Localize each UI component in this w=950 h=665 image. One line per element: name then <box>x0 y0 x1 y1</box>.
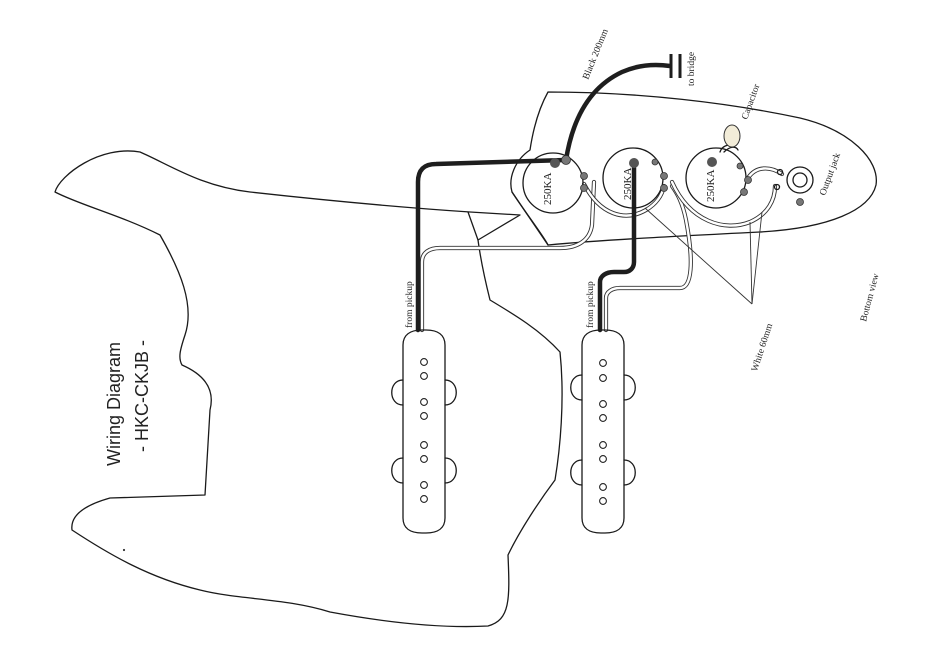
pickup-neck <box>391 329 457 534</box>
from-pickup-bridge-label: from pickup <box>585 281 596 328</box>
pot-ground-lug <box>550 158 560 168</box>
white-wires <box>419 166 785 333</box>
stray-dot <box>122 548 126 552</box>
control-plate <box>510 91 877 246</box>
tone-pot: 250KA <box>685 147 752 209</box>
pole-piece <box>599 374 607 382</box>
pot-lug <box>736 162 744 170</box>
pole-piece <box>599 483 607 491</box>
pot-lug <box>651 158 659 166</box>
pickguard-outline <box>54 150 563 628</box>
white-wire-label: White 60mm <box>750 322 775 373</box>
output-jack <box>773 166 814 206</box>
pole-piece <box>599 414 607 422</box>
title-line2: - HKC-CKJB - <box>132 340 152 452</box>
control-plate-edge <box>511 191 549 246</box>
pole-piece <box>599 359 607 367</box>
capacitor-label: Capacitor <box>740 82 762 121</box>
pot-lug <box>660 184 668 192</box>
pole-piece <box>420 412 428 420</box>
pot-lug <box>740 188 748 196</box>
pole-piece <box>420 481 428 489</box>
capacitor-body <box>723 124 741 148</box>
pot-ground-lug <box>707 157 717 167</box>
pot-ground-lug <box>629 158 639 168</box>
pot-lug <box>744 176 752 184</box>
black-wire-neck-pickup <box>415 157 569 333</box>
pole-piece <box>420 358 428 366</box>
neck-pocket-edge <box>467 211 479 241</box>
pot-label: 250KA <box>542 173 554 205</box>
pole-piece <box>599 497 607 505</box>
pot-lug <box>660 172 668 180</box>
pole-piece <box>420 398 428 406</box>
volume-pot-neck: 250KA <box>522 152 588 214</box>
pickup-bridge <box>570 329 636 534</box>
black-wire-to-bridge <box>563 62 673 163</box>
from-pickup-neck-label: from pickup <box>404 281 415 328</box>
pole-piece <box>599 400 607 408</box>
pot-lug <box>580 184 588 192</box>
pole-piece <box>420 372 428 380</box>
to-bridge-label: to bridge <box>687 52 697 86</box>
volume-pot-bridge: 250KA <box>602 147 668 209</box>
title-line1: Wiring Diagram <box>104 342 124 466</box>
pole-piece <box>599 441 607 449</box>
black-wire-label: Black 200mm <box>582 27 612 81</box>
pot-lug <box>580 172 588 180</box>
pole-piece <box>420 495 428 503</box>
black-wire-bridge-pickup <box>597 165 637 333</box>
output-jack-label: Output jack <box>818 151 843 197</box>
bottom-view-label: Bottom view <box>859 272 881 322</box>
pole-piece <box>420 455 428 463</box>
pole-piece <box>420 441 428 449</box>
pot-lug <box>561 155 571 165</box>
pole-piece <box>599 455 607 463</box>
white-wire-leaders <box>644 207 763 305</box>
pot-label: 250KA <box>622 168 634 200</box>
capacitor <box>719 124 741 153</box>
pot-label: 250KA <box>705 170 717 202</box>
